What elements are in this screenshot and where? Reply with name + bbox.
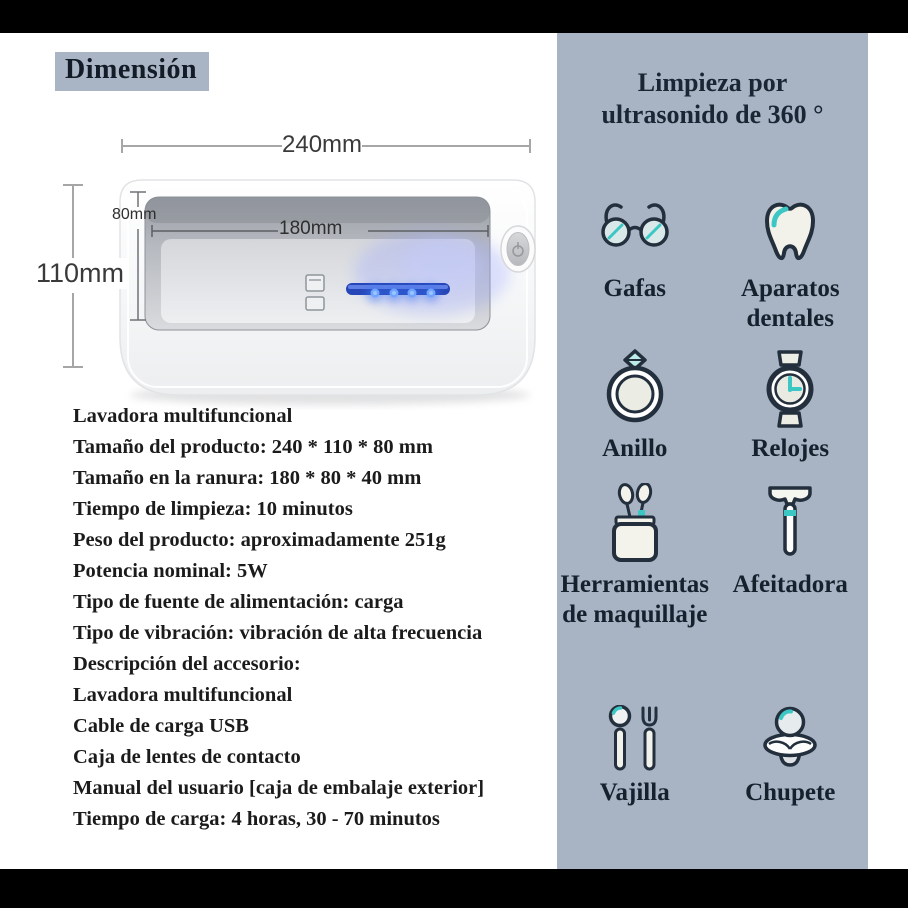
use-label: Chupete xyxy=(745,779,836,806)
use-label: Herramientas de maquillaje xyxy=(560,571,710,628)
use-label: Gafas xyxy=(603,275,667,302)
use-label: Vajilla xyxy=(599,779,670,806)
use-label: Afeitadora xyxy=(732,571,848,598)
use-item-razor: Afeitadora xyxy=(713,483,869,630)
spec-line: Lavadora multifuncional xyxy=(73,684,293,706)
glasses-icon xyxy=(599,199,671,269)
letterbox-bottom xyxy=(0,869,908,908)
dimension-line-110mm xyxy=(63,184,83,368)
dim-label-slot-width: 180mm xyxy=(279,218,343,239)
sterilizer-product-photo xyxy=(63,139,536,405)
dimension-title: Dimensión xyxy=(55,52,210,91)
dimension-line-80mm xyxy=(130,191,146,321)
use-item-watch: Relojes xyxy=(713,349,869,464)
spec-line: Lavadora multifuncional xyxy=(73,405,293,427)
ring-icon xyxy=(602,349,668,429)
icon-row-3: Herramientas de maquillaje Afeitadora xyxy=(557,483,868,630)
dim-label-width: 240mm xyxy=(282,131,363,158)
dimension-line-180mm xyxy=(151,225,489,237)
spec-line: Tipo de fuente de alimentación: carga xyxy=(73,591,404,613)
product-figure xyxy=(30,125,555,410)
usb-connectors xyxy=(305,274,325,311)
spec-line: Tiempo de carga: 4 horas, 30 - 70 minuto… xyxy=(73,808,440,830)
razor-icon xyxy=(766,483,814,565)
spec-line: Tamaño en la ranura: 180 * 80 * 40 mm xyxy=(73,467,422,489)
watch-icon xyxy=(764,349,816,429)
spec-line: Peso del producto: aproximadamente 251g xyxy=(73,529,446,551)
icon-row-1: Gafas Aparatos dentales xyxy=(557,199,868,334)
panel-title-line2: ultrasonido de 360 ° xyxy=(601,100,824,129)
icon-row-4: Vajilla Chupete xyxy=(557,705,868,808)
use-item-ring: Anillo xyxy=(557,349,713,464)
power-button xyxy=(500,225,536,273)
spec-line: Tipo de vibración: vibración de alta fre… xyxy=(73,622,483,644)
use-item-pacifier: Chupete xyxy=(713,705,869,808)
spec-line: Potencia nominal: 5W xyxy=(73,560,268,582)
use-label: Anillo xyxy=(602,435,668,462)
icon-row-2: Anillo Relojes xyxy=(557,349,868,464)
use-label: Relojes xyxy=(751,435,830,462)
dim-label-height: 110mm xyxy=(33,258,128,289)
spec-line: Tamaño del producto: 240 * 110 * 80 mm xyxy=(73,436,433,458)
cutlery-icon xyxy=(607,705,663,773)
spec-line: Caja de lentes de contacto xyxy=(73,746,301,768)
led-strip xyxy=(346,283,450,302)
use-item-makeup-tools: Herramientas de maquillaje xyxy=(557,483,713,630)
dim-label-depth: 80mm xyxy=(112,206,157,223)
makeup-tools-icon xyxy=(607,483,663,565)
use-item-dishes: Vajilla xyxy=(557,705,713,808)
panel-title-line1: Limpieza por xyxy=(637,68,788,97)
use-item-dental: Aparatos dentales xyxy=(713,199,869,334)
panel-title: Limpieza por ultrasonido de 360 ° xyxy=(557,67,868,131)
spec-line: Cable de carga USB xyxy=(73,715,249,737)
use-item-glasses: Gafas xyxy=(557,199,713,334)
spec-line: Manual del usuario [caja de embalaje ext… xyxy=(73,777,485,799)
spec-list: Lavadora multifuncional Tamaño del produ… xyxy=(73,401,573,835)
use-label: Aparatos dentales xyxy=(740,275,840,332)
ultrasonic-uses-panel: Limpieza por ultrasonido de 360 ° Gafas xyxy=(557,33,868,869)
letterbox-top xyxy=(0,0,908,33)
spec-line: Descripción del accesorio: xyxy=(73,653,301,675)
tooth-icon xyxy=(760,199,820,269)
pacifier-icon xyxy=(761,705,819,773)
dimension-line-240mm xyxy=(121,139,531,153)
spec-line: Tiempo de limpieza: 10 minutos xyxy=(73,498,353,520)
